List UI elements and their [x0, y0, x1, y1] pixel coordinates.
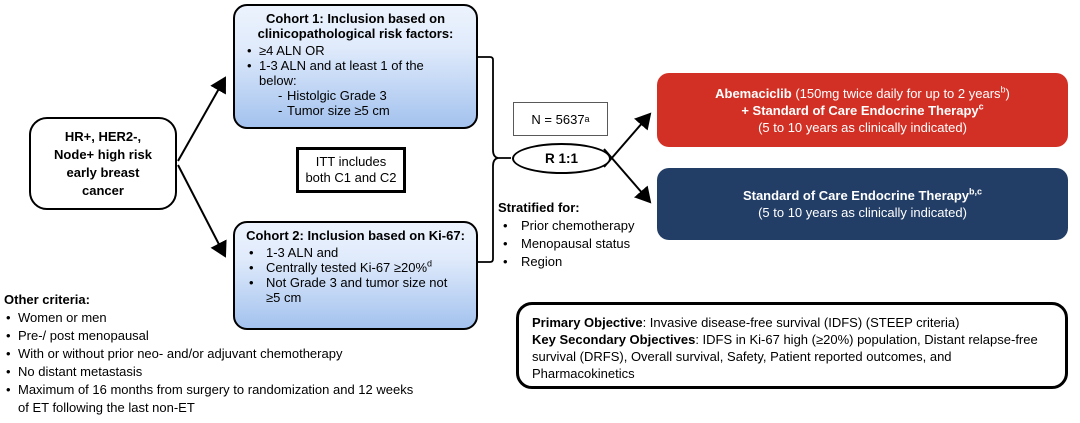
footnote-marker: b,c — [969, 186, 983, 197]
cohort1-criterion-text: ≥4 ALN OR — [259, 43, 325, 58]
cohort1-subcriterion-text: Tumor size ≥5 cm — [287, 103, 390, 118]
footnote-marker: d — [427, 258, 433, 269]
arrow-patient-to-cohort1 — [177, 76, 226, 162]
cohort1-subcriterion-text: Histolgic Grade 3 — [287, 88, 387, 103]
randomization-ratio-text: R 1:1 — [544, 151, 578, 166]
cohort1-subcriterion: Histolgic Grade 3 — [259, 88, 455, 103]
control-arm-box: Standard of Care Endocrine Therapyb,c (5… — [657, 168, 1068, 240]
itt-note-text: ITT includes both C1 and C2 — [305, 154, 397, 185]
control-arm-duration: (5 to 10 years as clinically indicated) — [758, 205, 967, 220]
patient-population-box: HR+, HER2-, Node+ high risk early breast… — [29, 117, 177, 210]
patient-population-line: early breast — [66, 164, 140, 180]
cohort2-criterion: 1-3 ALN and — [244, 245, 448, 260]
stratification-item: Menopausal status — [498, 235, 673, 253]
abemaciclib-arm-box: Abemaciclib (150mg twice daily for up to… — [657, 73, 1068, 147]
drug-name: Abemaciclib — [715, 85, 792, 101]
objectives-box: Primary Objective: Invasive disease-free… — [516, 302, 1068, 389]
other-criteria-title: Other criteria: — [4, 292, 90, 307]
cohort1-subcriterion: Tumor size ≥5 cm — [259, 103, 455, 118]
arrow-patient-to-cohort2 — [177, 164, 227, 258]
cohort2-criterion: Not Grade 3 and tumor size not ≥5 cm — [244, 275, 448, 305]
secondary-objectives-line: Key Secondary Objectives: IDFS in Ki-67 … — [532, 331, 1052, 382]
secondary-objectives-text: : IDFS in Ki-67 high (≥20%) population, … — [532, 332, 1038, 381]
cohort1-criterion: ≥4 ALN OR — [244, 43, 467, 58]
cohort1-subcriteria-list: Histolgic Grade 3 Tumor size ≥5 cm — [259, 88, 455, 118]
cohort1-criterion-text: 1-3 ALN and at least 1 of the below: — [259, 58, 424, 88]
cohort2-title: Cohort 2: Inclusion based on Ki-67: — [246, 228, 465, 243]
other-criteria-block: Other criteria: Women or men Pre-/ post … — [4, 291, 494, 417]
stratification-title: Stratified for: — [498, 200, 580, 215]
stratification-item: Region — [498, 253, 673, 271]
soc-text: Standard of Care Endocrine Therapy — [742, 188, 970, 203]
control-arm-line1: Standard of Care Endocrine Therapyb,c — [657, 187, 1068, 204]
other-criteria-item: With or without prior neo- and/or adjuva… — [4, 345, 494, 363]
drug-detail: (150mg twice daily for up to 2 years — [791, 85, 1001, 101]
footnote-marker: c — [978, 101, 984, 112]
other-criteria-list: Women or men Pre-/ post menopausal With … — [4, 309, 494, 417]
soc-text: + Standard of Care Endocrine Therapy — [741, 102, 979, 118]
patient-population-line: HR+, HER2-, — [64, 128, 142, 144]
abemaciclib-arm-duration: (5 to 10 years as clinically indicated) — [758, 119, 967, 135]
other-criteria-item: No distant metastasis — [4, 363, 494, 381]
primary-objective-line: Primary Objective: Invasive disease-free… — [532, 314, 1052, 331]
footnote-marker: b — [1000, 84, 1006, 95]
cohort2-criterion-text: Centrally tested Ki-67 ≥20% — [266, 260, 428, 275]
stratification-item: Prior chemotherapy — [498, 217, 673, 235]
itt-note-box: ITT includes both C1 and C2 — [296, 147, 406, 193]
cohort2-criterion-text: 1-3 ALN and — [266, 245, 339, 260]
cohort2-criterion: Centrally tested Ki-67 ≥20%d — [244, 258, 448, 275]
stratification-list: Prior chemotherapy Menopausal status Reg… — [498, 217, 673, 271]
cohort1-criterion: 1-3 ALN and at least 1 of the below: His… — [244, 58, 455, 118]
cohort2-criterion-text: Not Grade 3 and tumor size not ≥5 cm — [266, 275, 448, 305]
randomization-ellipse: R 1:1 — [512, 143, 611, 174]
primary-objective-label: Primary Objective — [532, 315, 643, 330]
secondary-objectives-label: Key Secondary Objectives — [532, 332, 696, 347]
primary-objective-text: : Invasive disease-free survival (IDFS) … — [642, 315, 960, 330]
enrollment-count-text: N = 5637 — [531, 111, 585, 127]
cohort1-title: Cohort 1: Inclusion based on clinicopath… — [257, 11, 454, 41]
patient-population-line: Node+ high risk — [54, 146, 152, 162]
cohort1-criteria-list: ≥4 ALN OR 1-3 ALN and at least 1 of the … — [244, 43, 467, 118]
abemaciclib-arm-line2: + Standard of Care Endocrine Therapyc — [657, 102, 1068, 119]
patient-population-line: cancer — [82, 182, 124, 198]
cohort1-box: Cohort 1: Inclusion based on clinicopath… — [233, 4, 478, 129]
other-criteria-item: Maximum of 16 months from surgery to ran… — [4, 381, 416, 417]
cohort2-criteria-list: 1-3 ALN and Centrally tested Ki-67 ≥20%d… — [244, 245, 467, 305]
drug-detail-close: ) — [1005, 85, 1010, 101]
other-criteria-item: Women or men — [4, 309, 494, 327]
stratification-block: Stratified for: Prior chemotherapy Menop… — [498, 199, 673, 271]
other-criteria-item: Pre-/ post menopausal — [4, 327, 494, 345]
abemaciclib-arm-line1: Abemaciclib (150mg twice daily for up to… — [657, 85, 1068, 102]
